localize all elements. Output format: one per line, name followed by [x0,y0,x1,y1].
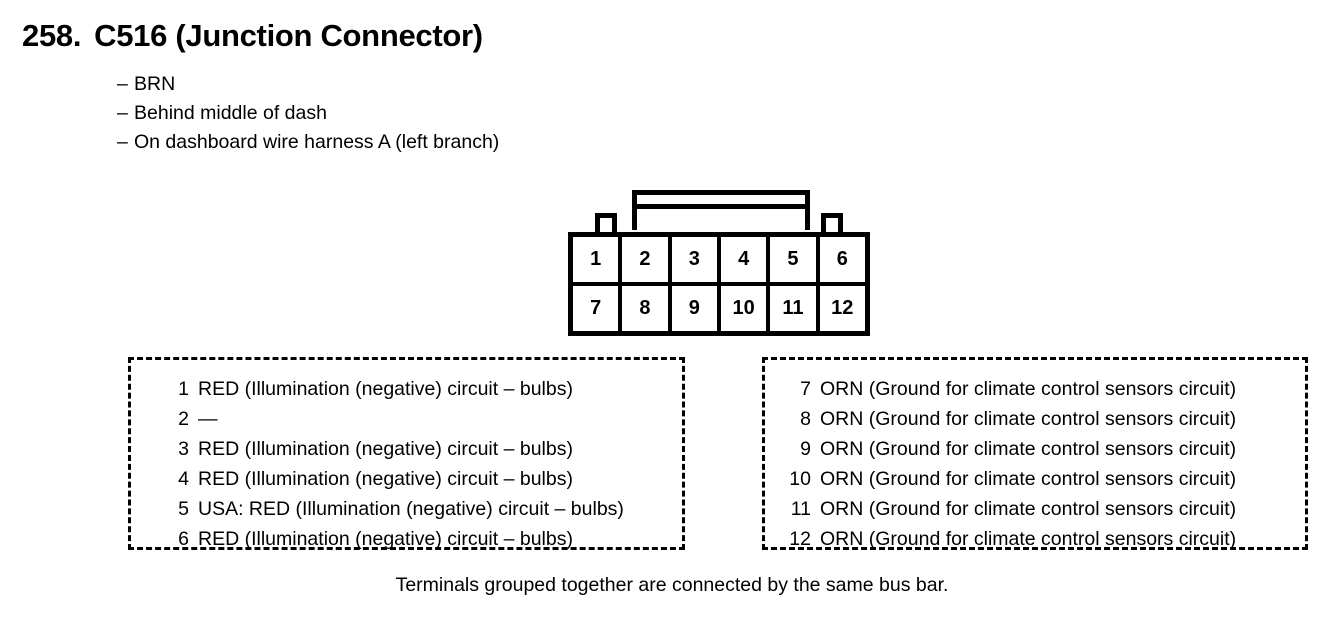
pin-description: ORN (Ground for climate control sensors … [820,438,1237,460]
pin-cell-2: 2 [622,237,672,282]
bus-bar-divider-line [637,204,805,209]
pin-description-item: 6 RED (Illumination (negative) circuit –… [159,524,682,554]
bullet-dash-icon: – [117,102,128,124]
pin-number: 3 [178,438,189,460]
pin-number: 4 [178,468,189,490]
pin-description: ORN (Ground for climate control sensors … [820,498,1237,520]
pin-description-item: 10 ORN (Ground for climate control senso… [781,464,1305,494]
pin-number: 9 [800,438,811,460]
pin-cell-1: 1 [573,237,623,282]
pin-description: RED (Illumination (negative) circuit – b… [198,378,573,400]
pin-cell-5: 5 [770,237,820,282]
attribute-row: –On dashboard wire harness A (left branc… [117,128,499,157]
pin-number: 2 [178,408,189,430]
pin-description: ORN (Ground for climate control sensors … [820,468,1237,490]
latch-notch-left [595,213,617,233]
bus-bar-tab [632,190,810,230]
bullet-dash-icon: – [117,73,128,95]
pin-description-item: 4 RED (Illumination (negative) circuit –… [159,464,682,494]
pin-description-item: 11 ORN (Ground for climate control senso… [781,494,1305,524]
latch-notch-right [821,213,843,233]
pin-description-item: 5 USA: RED (Illumination (negative) circ… [159,494,682,524]
pin-cell-10: 10 [721,286,771,331]
pin-description-item: 1 RED (Illumination (negative) circuit –… [159,374,682,404]
pin-number: 8 [800,408,811,430]
pin-description-item: 3 RED (Illumination (negative) circuit –… [159,434,682,464]
pin-cell-9: 9 [672,286,721,331]
pin-cell-3: 3 [672,237,721,282]
connector-attribute-list: –BRN –Behind middle of dash –On dashboar… [117,70,499,157]
pin-cell-6: 6 [836,248,848,270]
attribute-text: On dashboard wire harness A (left branch… [134,131,500,153]
bullet-dash-icon: – [117,131,128,153]
pin-number: 7 [800,378,811,400]
connector-body: 1 2 3 4 5 6 7 8 9 10 11 12 [568,232,870,336]
pin-description: RED (Illumination (negative) circuit – b… [198,438,573,460]
pin-number: 10 [789,468,811,490]
pin-cell-12: 12 [831,297,854,319]
pin-description-list-right: 7 ORN (Ground for climate control sensor… [765,360,1305,554]
pin-description-item: 7 ORN (Ground for climate control sensor… [781,374,1305,404]
pin-description-item: 12 ORN (Ground for climate control senso… [781,524,1305,554]
pin-cell-7: 7 [573,286,623,331]
connector-diagram: 1 2 3 4 5 6 7 8 9 10 11 12 [568,190,870,336]
page-title-text: C516 (Junction Connector) [94,18,483,53]
pin-number: 11 [790,498,811,520]
attribute-row: –Behind middle of dash [117,99,499,128]
pin-cell-11: 11 [770,286,820,331]
pin-description-item: 9 ORN (Ground for climate control sensor… [781,434,1305,464]
pin-description: USA: RED (Illumination (negative) circui… [198,498,624,520]
pin-description-list-left: 1 RED (Illumination (negative) circuit –… [131,360,682,554]
attribute-row: –BRN [117,70,499,99]
pin-description: RED (Illumination (negative) circuit – b… [198,468,573,490]
pin-number: 6 [178,528,189,550]
pin-description: ORN (Ground for climate control sensors … [820,528,1237,550]
pin-cell-4: 4 [721,237,771,282]
connector-row-bottom: 7 8 9 10 11 12 [573,286,865,331]
pin-description: ORN (Ground for climate control sensors … [820,408,1237,430]
pin-cell-8: 8 [622,286,672,331]
pin-number: 1 [178,378,189,400]
pin-description-box-left: 1 RED (Illumination (negative) circuit –… [128,357,685,550]
page-title-number: 258. [22,18,82,53]
footer-note: Terminals grouped together are connected… [395,574,949,596]
pin-number: 5 [178,498,189,520]
pin-description-box-right: 7 ORN (Ground for climate control sensor… [762,357,1308,550]
attribute-text: Behind middle of dash [134,102,327,124]
pin-description: RED (Illumination (negative) circuit – b… [198,528,573,550]
pin-description-item: 8 ORN (Ground for climate control sensor… [781,404,1305,434]
page-title: 258. C516 (Junction Connector) [22,18,483,54]
pin-number: 12 [789,528,811,550]
attribute-text: BRN [134,73,176,95]
pin-description: ORN (Ground for climate control sensors … [820,378,1237,400]
pin-description-item: 2 — [159,404,682,434]
connector-row-top: 1 2 3 4 5 6 [573,237,865,286]
pin-description: — [198,408,218,430]
